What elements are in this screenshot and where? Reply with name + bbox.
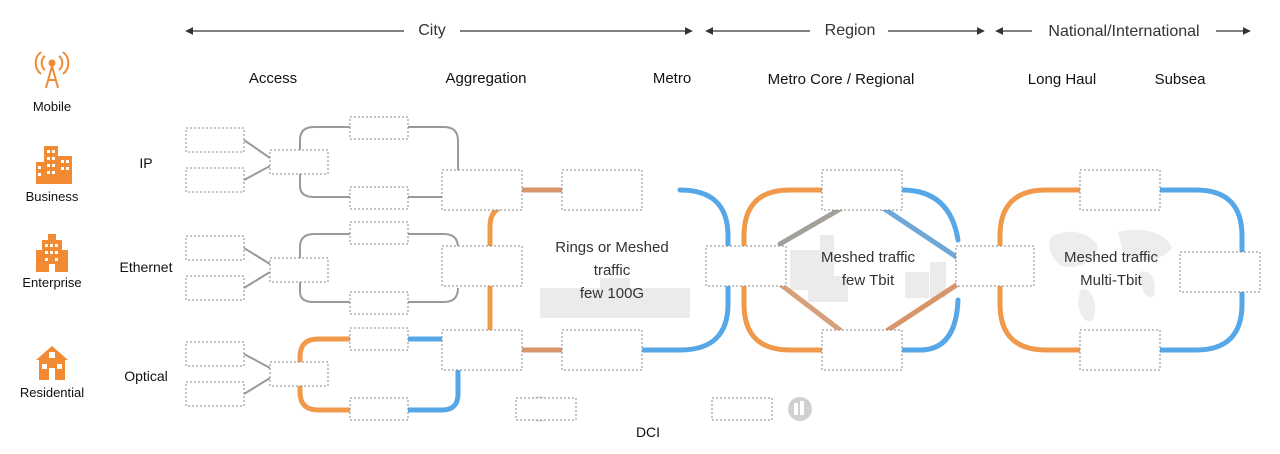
node-box bbox=[711, 397, 773, 421]
node-box bbox=[185, 127, 245, 153]
segment-subsea-label: Subsea bbox=[1155, 71, 1207, 88]
enterprise-building-icon bbox=[36, 234, 68, 272]
segment-metro-label: Metro bbox=[653, 70, 691, 87]
node-box bbox=[955, 245, 1035, 287]
metro-cloud-line-1: Rings or Meshed bbox=[555, 239, 668, 256]
node-box bbox=[185, 235, 245, 261]
node-box bbox=[269, 361, 329, 387]
segment-metro-core-label: Metro Core / Regional bbox=[768, 71, 915, 88]
node-box bbox=[349, 186, 409, 210]
node-box bbox=[441, 245, 523, 287]
user-residential-label: Residential bbox=[20, 385, 84, 400]
core-cloud-line-1: Meshed traffic bbox=[821, 249, 915, 266]
metro-cloud-line-3: few 100G bbox=[580, 285, 644, 302]
node-box bbox=[269, 149, 329, 175]
metro-core-ring bbox=[741, 187, 961, 353]
node-box bbox=[1079, 169, 1161, 211]
metro-cloud-line-2: traffic bbox=[594, 262, 631, 279]
scope-region-label: Region bbox=[825, 22, 876, 39]
node-box bbox=[515, 397, 577, 421]
node-box bbox=[1179, 251, 1261, 293]
node-box bbox=[349, 397, 409, 421]
scope-city-label: City bbox=[418, 22, 446, 39]
node-box bbox=[561, 169, 643, 211]
user-enterprise-label: Enterprise bbox=[22, 275, 81, 290]
segment-access-label: Access bbox=[249, 70, 297, 87]
access-connections bbox=[243, 126, 459, 395]
access-ethernet-label: Ethernet bbox=[120, 259, 173, 275]
node-box bbox=[349, 327, 409, 351]
node-box bbox=[185, 275, 245, 301]
office-buildings-icon bbox=[36, 146, 72, 184]
segment-long-haul-label: Long Haul bbox=[1028, 71, 1096, 88]
access-ip-label: IP bbox=[139, 155, 152, 171]
house-icon bbox=[36, 346, 68, 380]
user-mobile-label: Mobile bbox=[33, 99, 71, 114]
scope-national-label: National/International bbox=[1048, 23, 1199, 40]
segment-aggregation-label: Aggregation bbox=[446, 70, 527, 87]
user-business-label: Business bbox=[26, 189, 79, 204]
node-box bbox=[441, 329, 523, 371]
node-box bbox=[441, 169, 523, 211]
cell-tower-icon bbox=[34, 51, 70, 89]
node-box bbox=[349, 291, 409, 315]
node-boxes bbox=[185, 116, 1261, 421]
node-box bbox=[185, 341, 245, 367]
node-box bbox=[1079, 329, 1161, 371]
node-box bbox=[185, 381, 245, 407]
node-box bbox=[349, 221, 409, 245]
city-skyline-watermark bbox=[540, 235, 946, 318]
access-optical-label: Optical bbox=[124, 368, 168, 384]
core-cloud-line-2: few Tbit bbox=[842, 272, 895, 289]
datacenter-icon bbox=[788, 397, 812, 421]
dci-label: DCI bbox=[636, 424, 660, 440]
world-map-watermark bbox=[1049, 229, 1172, 322]
node-box bbox=[269, 257, 329, 283]
node-box bbox=[349, 116, 409, 140]
node-box bbox=[561, 329, 643, 371]
node-box bbox=[821, 169, 903, 211]
longhaul-cloud-line-1: Meshed traffic bbox=[1064, 249, 1158, 266]
node-box bbox=[185, 167, 245, 193]
node-box bbox=[821, 329, 903, 371]
node-box bbox=[705, 245, 787, 287]
longhaul-cloud-line-2: Multi-Tbit bbox=[1080, 272, 1143, 289]
